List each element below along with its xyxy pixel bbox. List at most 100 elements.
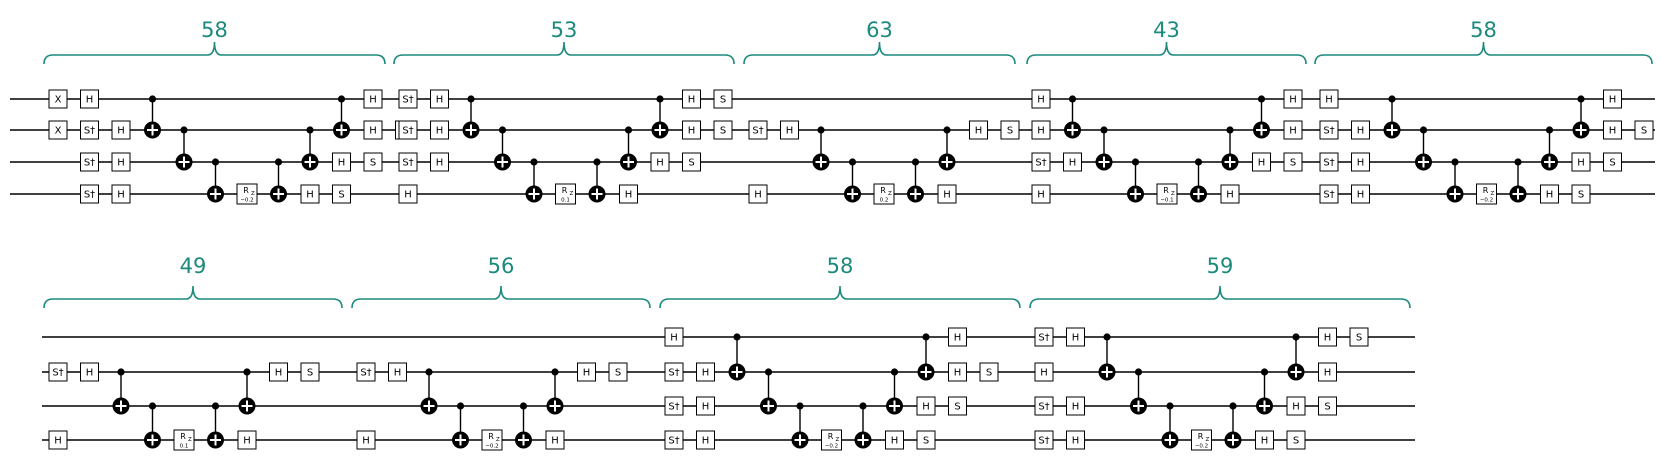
rz-gate <box>1156 183 1178 205</box>
s-gate <box>1286 430 1306 450</box>
s-gate <box>1349 327 1369 347</box>
rz-gate <box>173 429 195 451</box>
h-gate <box>300 184 320 204</box>
rz-angle-label: −0.2 <box>825 444 838 450</box>
h-gate <box>1351 120 1370 140</box>
h-gate <box>969 120 988 140</box>
sdg-gate <box>664 430 684 450</box>
rz-gate-subscript: Z <box>188 437 192 443</box>
cnot-control-dot <box>1388 95 1396 103</box>
h-gate-label: H <box>891 436 899 447</box>
s-gate-label: S <box>986 368 992 379</box>
cnot-control-dot <box>624 126 633 134</box>
h-gate-label: H <box>1289 95 1297 106</box>
rz-gate <box>481 429 503 451</box>
sdg-gate <box>48 362 68 382</box>
sdg-gate-label: S† <box>1035 158 1046 169</box>
h-gate <box>1603 120 1622 140</box>
cnot-control-dot <box>1103 333 1111 341</box>
rz-angle-label: −0.2 <box>1195 444 1208 450</box>
rz-gate-subscript: Z <box>1206 437 1210 443</box>
sdg-gate-label: S† <box>402 126 413 137</box>
h-gate-label: H <box>1609 95 1617 106</box>
h-gate-label: H <box>943 190 951 201</box>
sdg-gate <box>398 152 418 172</box>
cnot-control-dot <box>551 368 559 376</box>
rz-angle-label: 0.1 <box>561 198 570 204</box>
s-gate-label: S <box>1007 126 1013 137</box>
h-gate-label: H <box>394 368 402 379</box>
h-gate-label: H <box>436 126 444 137</box>
h-gate <box>696 396 715 416</box>
cnot-control-dot <box>498 126 507 134</box>
h-gate-label: H <box>1577 158 1585 169</box>
h-gate <box>1255 430 1274 450</box>
h-gate-label: H <box>1069 158 1077 169</box>
s-gate <box>916 430 936 450</box>
sdg-gate-label: S† <box>1323 126 1334 137</box>
h-gate-label: H <box>1226 190 1234 201</box>
sdg-gate-label: S† <box>84 158 95 169</box>
h-gate <box>1066 327 1085 347</box>
sdg-gate-label: S† <box>1038 436 1049 447</box>
h-gate-label: H <box>54 436 62 447</box>
rz-gate-label: R <box>1163 186 1169 195</box>
h-gate <box>80 362 99 382</box>
h-gate-label: H <box>1546 190 1554 201</box>
cnot-control-dot <box>1577 95 1585 103</box>
sdg-gate-label: S† <box>752 126 763 137</box>
h-gate-label: H <box>688 126 696 137</box>
cnot-control-dot <box>890 368 899 376</box>
s-gate <box>1000 120 1020 140</box>
h-gate-label: H <box>306 190 314 201</box>
cnot-control-dot <box>243 368 251 376</box>
h-gate-label: H <box>86 368 94 379</box>
h-gate-label: H <box>1072 333 1080 344</box>
sdg-gate <box>1031 152 1051 172</box>
h-gate <box>269 362 288 382</box>
h-gate-label: H <box>583 368 591 379</box>
sdg-gate <box>80 120 99 140</box>
h-gate-label: H <box>117 158 125 169</box>
s-gate <box>713 120 733 140</box>
s-gate <box>1571 184 1591 204</box>
block-brace <box>659 285 1021 309</box>
rz-gate <box>236 183 258 205</box>
h-gate <box>885 430 904 450</box>
h-gate-label: H <box>954 333 962 344</box>
rz-gate-label: R <box>243 186 249 195</box>
sdg-gate-label: S† <box>84 126 95 137</box>
h-gate-label: H <box>1258 158 1266 169</box>
h-gate-label: H <box>702 436 710 447</box>
cnot-control-dot <box>943 126 951 134</box>
rz-gate-label: R <box>180 432 186 441</box>
sdg-gate-label: S† <box>84 190 95 201</box>
gate-count-label: 43 <box>1153 18 1180 42</box>
cnot-control-dot <box>306 126 314 134</box>
h-gate <box>1351 184 1370 204</box>
h-gate-label: H <box>688 95 696 106</box>
cnot-control-dot <box>1229 402 1237 410</box>
cnot-control-dot <box>456 402 465 410</box>
cnot-control-dot <box>593 158 601 166</box>
h-gate <box>948 327 967 347</box>
h-gate-label: H <box>404 190 412 201</box>
h-gate <box>1031 120 1051 140</box>
cnot-control-dot <box>1260 368 1269 376</box>
h-gate <box>748 184 768 204</box>
gate-count-label: 58 <box>827 254 854 278</box>
block-brace <box>743 41 1016 65</box>
gate-count-label: 63 <box>866 18 893 42</box>
rz-gate <box>1191 429 1212 451</box>
h-gate-label: H <box>1072 436 1080 447</box>
h-gate <box>80 89 99 109</box>
h-gate <box>237 430 257 450</box>
s-gate <box>1603 152 1622 172</box>
s-gate-label: S <box>307 368 313 379</box>
s-gate <box>713 89 733 109</box>
cnot-control-dot <box>859 402 867 410</box>
h-gate <box>1066 396 1085 416</box>
